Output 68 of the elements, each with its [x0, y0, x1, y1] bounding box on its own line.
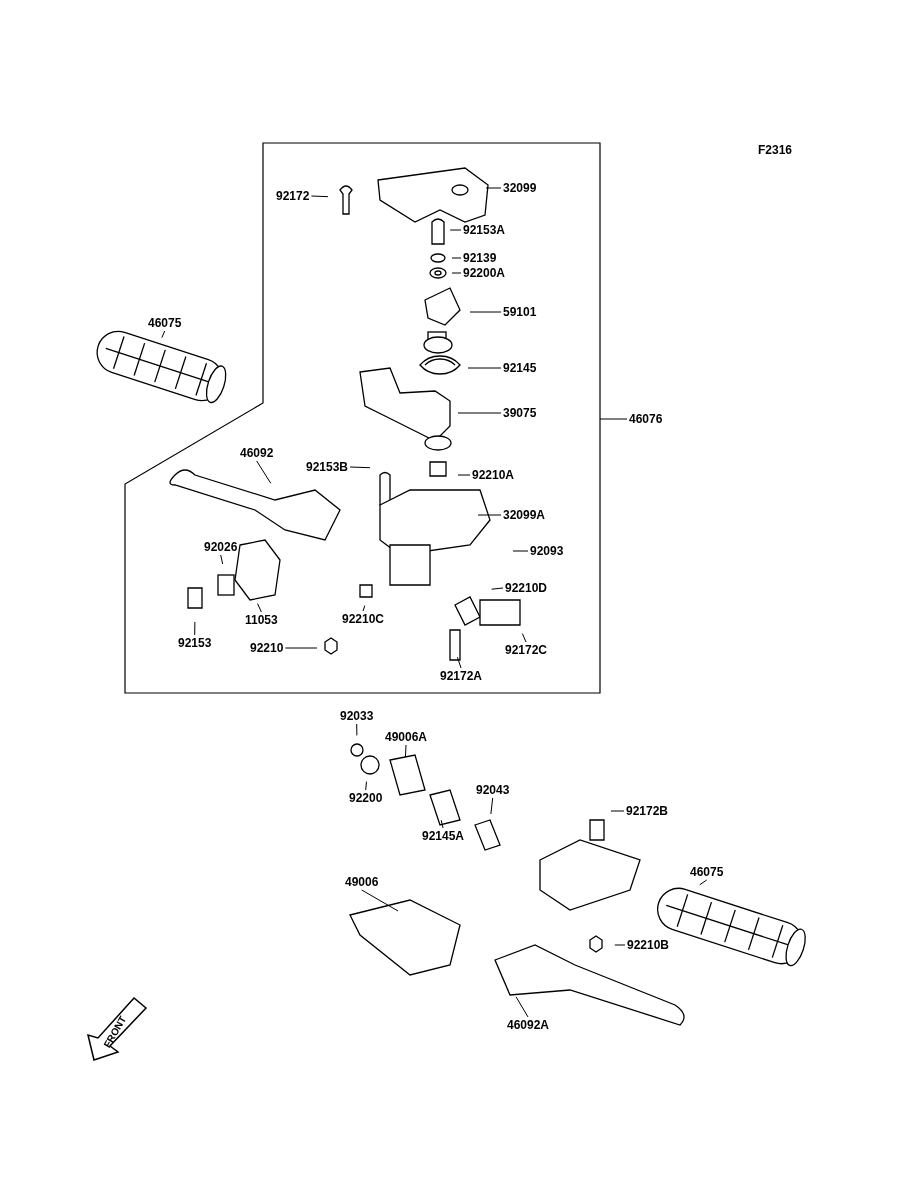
part-number: 32099A [503, 508, 546, 522]
leader-line [610, 810, 625, 812]
leader-line [310, 195, 329, 198]
leader-line [456, 656, 462, 669]
part-number: 92153A [463, 223, 506, 237]
part-number: 32099 [503, 181, 537, 195]
part-number: 92026 [204, 540, 238, 554]
leader-line [515, 996, 529, 1018]
leader-line [257, 603, 262, 613]
leader-line [362, 605, 366, 612]
part-number: 46092 [240, 446, 274, 460]
part-number: 39075 [503, 406, 537, 420]
leader-line [512, 550, 529, 552]
part-number: 92210 [250, 641, 284, 655]
figure-code: F2316 [758, 143, 793, 157]
part-number: 92033 [340, 709, 374, 723]
part-number: 92172 [276, 189, 310, 203]
part-number: 92153B [306, 460, 349, 474]
part-number: 92172B [626, 804, 669, 818]
part-number: 92172A [440, 669, 483, 683]
leader-line [467, 367, 502, 369]
leader-line [469, 311, 502, 313]
leader-line [614, 944, 626, 946]
part-number: 49006 [345, 875, 379, 889]
part-number: 46075 [148, 316, 182, 330]
leader-line [457, 474, 471, 476]
leader-line [365, 781, 367, 791]
part-number: 11053 [245, 613, 278, 627]
leader-line [699, 879, 708, 886]
leader-line [451, 272, 462, 274]
leader-line [457, 412, 502, 414]
part-number: 92139 [463, 251, 497, 265]
leader-line [451, 257, 462, 259]
part-number: 92200A [463, 266, 506, 280]
leader-line [284, 647, 318, 649]
leader-line [349, 466, 371, 469]
part-number: 59101 [503, 305, 537, 319]
leader-line [521, 633, 527, 643]
part-number: 92210B [627, 938, 670, 952]
leader-line [477, 514, 502, 516]
part-number: 92172C [505, 643, 548, 657]
leader-line [161, 330, 166, 339]
leader-line [356, 723, 358, 736]
leader-line [194, 621, 196, 636]
part-number: 92145 [503, 361, 537, 375]
assembly-frame [124, 142, 601, 694]
leader-line [440, 819, 444, 829]
leader-line [404, 744, 407, 758]
leader-line [449, 229, 462, 231]
leader-line [256, 460, 272, 484]
part-number: 92210C [342, 612, 385, 626]
part-number: 92210D [505, 581, 548, 595]
part-number: 92210A [472, 468, 515, 482]
leader-line [599, 418, 628, 420]
part-number: 46076 [629, 412, 663, 426]
leader-line [485, 187, 502, 189]
part-number: 46075 [690, 865, 724, 879]
part-number: 92145A [422, 829, 465, 843]
leader-line [491, 587, 504, 590]
leader-line [490, 797, 494, 815]
part-number: 49006A [385, 730, 428, 744]
leader-line [361, 889, 399, 912]
part-number: 92200 [349, 791, 383, 805]
leader-line [220, 554, 224, 565]
part-number: 92153 [178, 636, 212, 650]
part-number: 46092A [507, 1018, 550, 1032]
part-number: 92043 [476, 783, 510, 797]
part-number: 92093 [530, 544, 564, 558]
